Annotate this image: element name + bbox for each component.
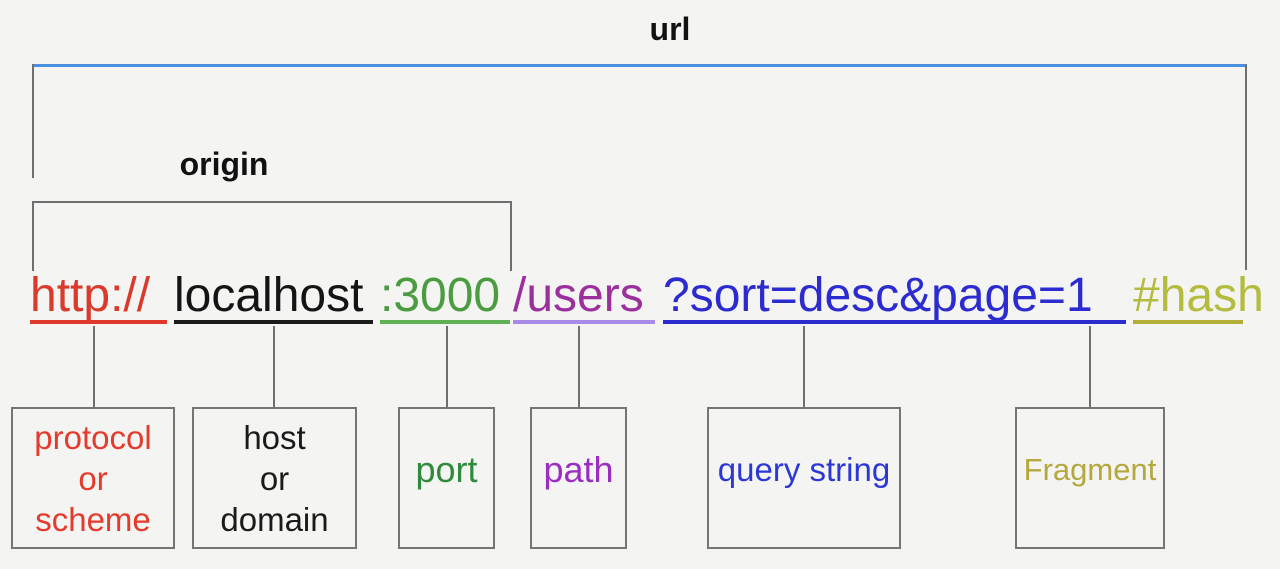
underline-path — [513, 320, 655, 324]
url-bracket-left-line — [32, 64, 34, 178]
label-box-fragment: Fragment — [1015, 407, 1165, 549]
label-line: or — [78, 459, 108, 497]
underline-host — [174, 320, 373, 324]
label-line: query string — [717, 450, 891, 488]
url-segment-port: :3000 — [380, 269, 501, 322]
url-segment-path: /users — [513, 269, 644, 322]
connector-port — [446, 326, 448, 407]
label-line: host — [243, 418, 306, 456]
connector-path — [578, 326, 580, 407]
label-box-protocol: protocol or scheme — [11, 407, 175, 549]
connector-host — [273, 326, 275, 407]
label-line: or — [259, 459, 290, 497]
origin-bracket-label: origin — [179, 146, 269, 182]
label-line: scheme — [35, 500, 151, 538]
label-box-path: path — [530, 407, 627, 549]
url-bracket-top-line — [33, 64, 1247, 67]
label-line: domain — [220, 500, 329, 538]
label-line: path — [543, 448, 614, 490]
label-box-query-string: query string — [707, 407, 901, 549]
origin-bracket-right-line — [510, 201, 512, 271]
connector-fragment — [1089, 326, 1091, 407]
url-bracket-right-line — [1245, 64, 1247, 270]
underline-fragment — [1133, 320, 1243, 324]
origin-bracket-left-line — [32, 201, 34, 271]
label-line: Fragment — [1023, 451, 1157, 487]
label-box-port: port — [398, 407, 495, 549]
url-segment-fragment: #hash — [1133, 269, 1264, 322]
url-segment-host: localhost — [174, 269, 364, 322]
label-box-host: host or domain — [192, 407, 357, 549]
underline-query-string — [663, 320, 1126, 324]
label-line: protocol — [34, 418, 152, 456]
underline-protocol — [30, 320, 167, 324]
underline-port — [380, 320, 510, 324]
url-segment-query-string: ?sort=desc&page=1 — [663, 269, 1093, 322]
origin-bracket-top-line — [32, 201, 512, 203]
label-line: port — [415, 448, 478, 490]
connector-protocol — [93, 326, 95, 407]
url-bracket-label: url — [649, 11, 691, 47]
connector-query-string — [803, 326, 805, 407]
url-segment-protocol: http:// — [30, 269, 151, 322]
